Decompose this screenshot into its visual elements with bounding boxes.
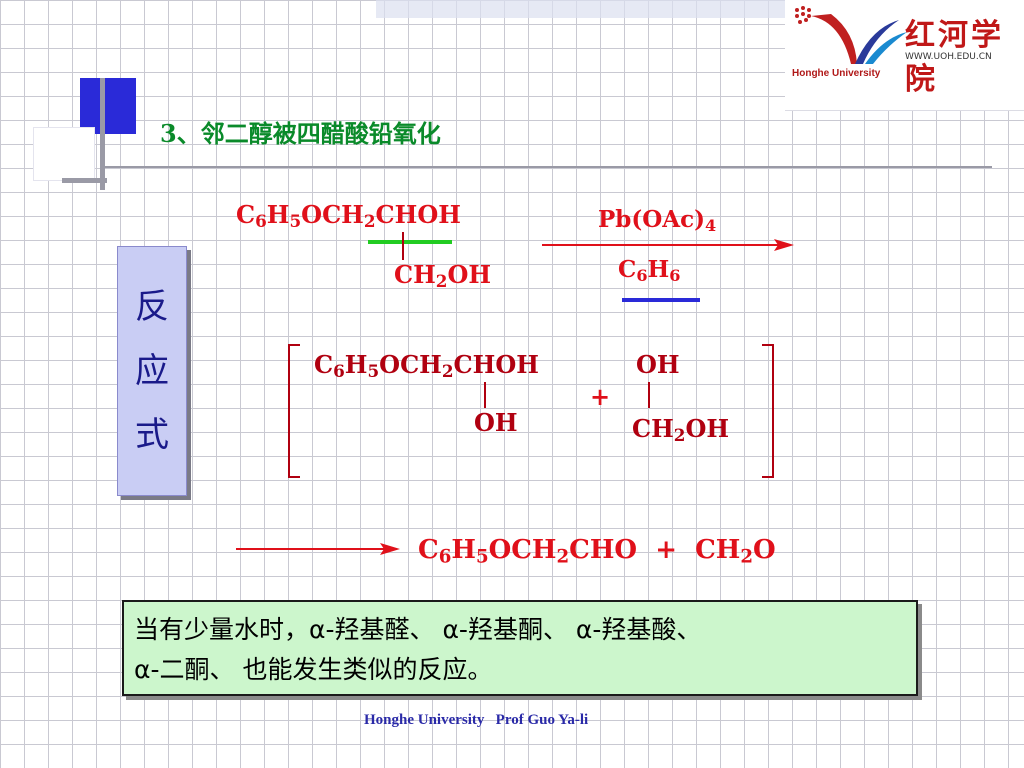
bond-cleavage-highlight (368, 240, 452, 244)
intermediate-bond-right (648, 382, 650, 408)
decor-vertical-line (100, 78, 105, 190)
product-formula: C6H5OCH2CHO + CH2O (418, 535, 776, 568)
slide-title: 3、邻二醇被四醋酸铅氧化 (160, 119, 441, 148)
intermediate-left: C6H5OCH2CHOH (314, 350, 539, 382)
logo-wing-icon (795, 6, 907, 64)
decor-square-blue (80, 78, 136, 134)
title-underline (100, 166, 992, 168)
intermediate-right: CH2OH (632, 414, 730, 446)
reagent-solvent: C6H6 (618, 256, 681, 286)
bracket-left (288, 344, 300, 478)
intermediate-left-oh: OH (474, 408, 518, 437)
university-logo (785, 0, 1024, 111)
top-band (376, 0, 786, 18)
label-char-1: 反 (135, 287, 169, 327)
note-line-2: α-二酮、 也能发生类似的反应。 (134, 655, 493, 684)
decor-horizontal-line (62, 178, 107, 183)
reactant-formula: C6H5OCH2CHOH (236, 200, 461, 232)
note-line-1: 当有少量水时，α-羟基醛、 α-羟基酮、 α-羟基酸、 (134, 615, 702, 644)
reactant-branch: CH2OH (394, 260, 492, 292)
reaction-arrow-1 (542, 239, 794, 251)
plus-sign: + (590, 382, 611, 411)
logo-chinese-name: 红河学院 (905, 18, 1004, 97)
label-char-2: 应 (135, 351, 169, 391)
note-box: 当有少量水时，α-羟基醛、 α-羟基酮、 α-羟基酸、 α-二酮、 也能发生类似… (122, 600, 918, 696)
reaction-arrow-2 (236, 543, 400, 555)
intermediate-bond-left (484, 382, 486, 408)
intermediate-right-oh: OH (636, 350, 680, 379)
reaction-label-box: 反 应 式 (117, 246, 187, 496)
solvent-underline (622, 298, 700, 302)
bracket-right (762, 344, 774, 478)
logo-url: WWW.UOH.EDU.CN (905, 52, 992, 62)
decor-square-light (34, 128, 94, 180)
logo-english-name: Honghe University (792, 68, 881, 79)
label-char-3: 式 (135, 415, 169, 455)
reactant-bond-line (402, 232, 404, 260)
reagent-top: Pb(OAc)4 (598, 206, 717, 236)
footer-credit: Honghe University Prof Guo Ya-li (364, 712, 589, 728)
